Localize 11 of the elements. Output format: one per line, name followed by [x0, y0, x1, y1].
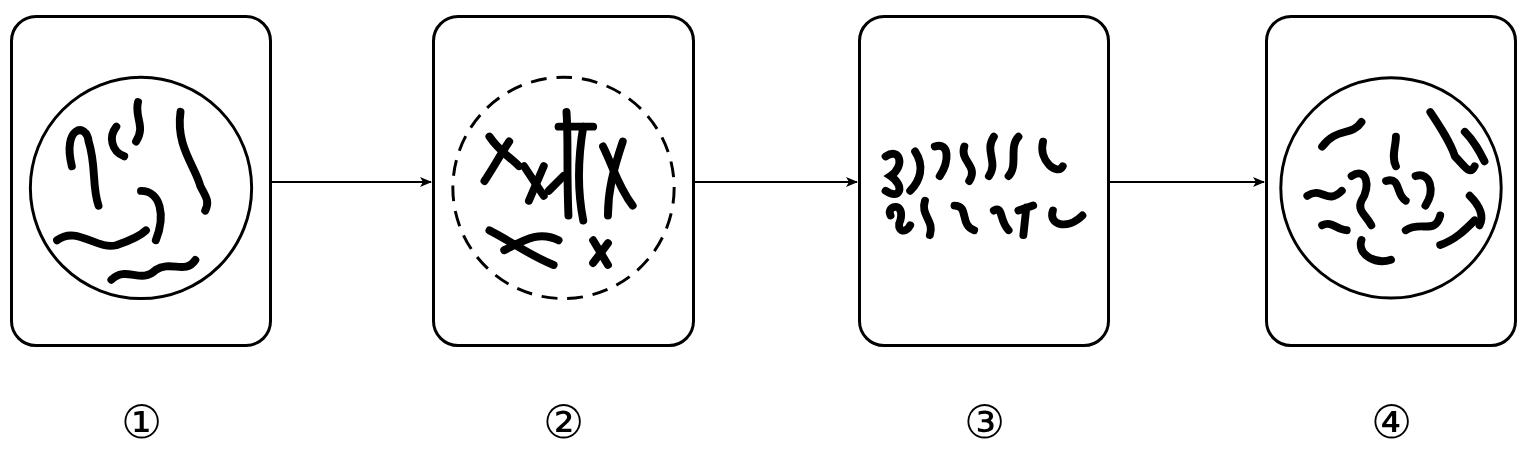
arrow — [1109, 177, 1265, 187]
stage-number: ③ — [963, 399, 1005, 445]
picture-frame — [858, 15, 1110, 347]
stage-number: ④ — [1370, 399, 1412, 445]
picture-frame — [1265, 15, 1517, 347]
arrow — [271, 177, 432, 187]
arrow — [694, 177, 858, 187]
stage-number: ① — [120, 399, 162, 445]
stage-number: ② — [543, 399, 584, 445]
picture-frame — [10, 15, 272, 347]
picture-frame — [432, 15, 695, 347]
